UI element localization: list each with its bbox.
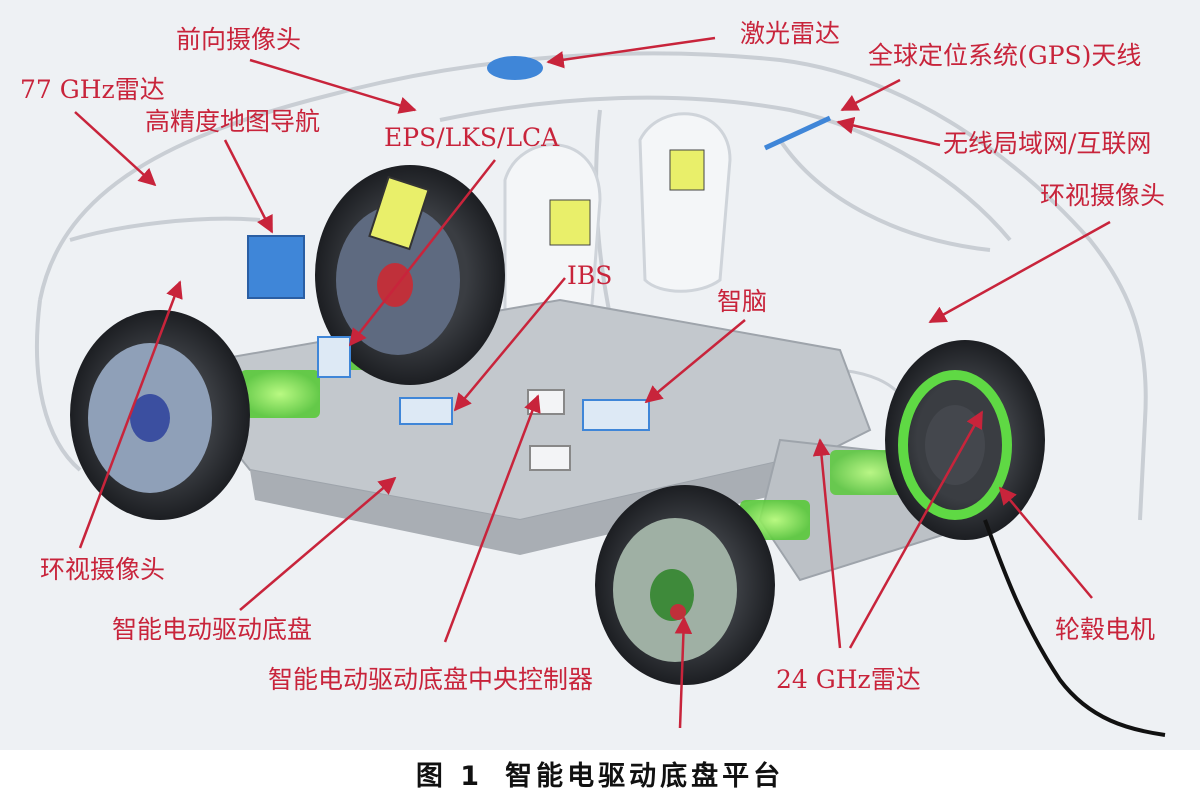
figure-title: 智能电驱动底盘平台 xyxy=(505,761,784,792)
wheel-front-left xyxy=(70,310,250,520)
figure-number: 图 1 xyxy=(416,761,483,792)
eps-unit xyxy=(318,337,350,377)
gps-antenna-unit xyxy=(765,118,830,148)
label-brain: 智脑 xyxy=(717,288,767,316)
lidar-unit xyxy=(487,56,543,80)
label-lidar: 激光雷达 xyxy=(740,20,840,48)
label-chassis: 智能电动驱动底盘 xyxy=(112,616,312,644)
figure-caption: 图 1 智能电驱动底盘平台 xyxy=(0,752,1200,802)
label-central-controller: 智能电动驱动底盘中央控制器 xyxy=(268,666,593,694)
brain-unit xyxy=(583,400,649,430)
label-wlan-internet: 无线局域网/互联网 xyxy=(943,130,1151,158)
chassis-illustration: 前向摄像头 激光雷达 全球定位系统(GPS)天线 77 GHz雷达 高精度地图导… xyxy=(0,0,1200,750)
ibs-unit xyxy=(400,398,452,424)
label-front-camera: 前向摄像头 xyxy=(176,26,301,54)
label-ibs: IBS xyxy=(567,262,612,290)
hd-map-unit xyxy=(248,236,304,298)
label-radar-24: 24 GHz雷达 xyxy=(776,666,921,694)
label-hd-map: 高精度地图导航 xyxy=(145,108,320,136)
label-hub-motor: 轮毂电机 xyxy=(1055,616,1155,644)
label-surround-camera-right: 环视摄像头 xyxy=(1040,182,1165,210)
wheel-rear-left xyxy=(595,485,775,685)
label-eps-lks-lca: EPS/LKS/LCA xyxy=(384,124,559,152)
label-surround-camera-left: 环视摄像头 xyxy=(40,556,165,584)
label-radar-77: 77 GHz雷达 xyxy=(20,76,165,104)
label-gps-antenna: 全球定位系统(GPS)天线 xyxy=(868,42,1141,70)
